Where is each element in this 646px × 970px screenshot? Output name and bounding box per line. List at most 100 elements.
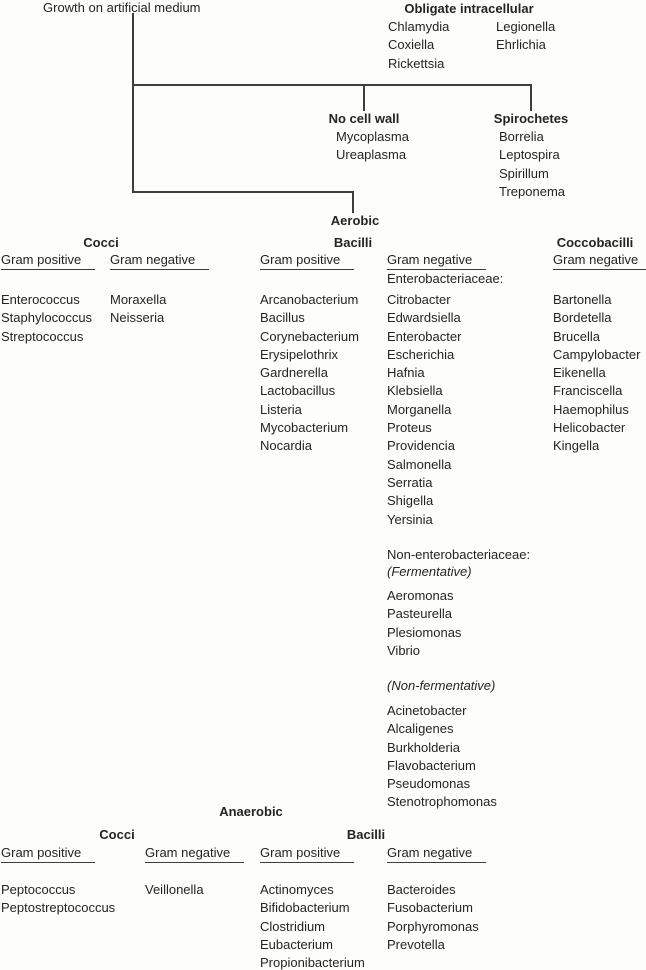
- non-fermentative-label: (Non-fermentative): [387, 678, 496, 693]
- aerobic-title: Aerobic: [330, 213, 380, 228]
- list-item: Staphylococcus: [1, 310, 93, 326]
- list-item: Treponema: [499, 183, 565, 199]
- tree-line-branch2-horizontal: [132, 191, 354, 193]
- list-item: Gardnerella: [260, 365, 328, 381]
- tree-line-spirochetes-drop: [530, 84, 532, 111]
- list-item: Rickettsia: [388, 55, 445, 71]
- list-item: Fusobacterium: [387, 900, 473, 916]
- list-item: Peptococcus: [1, 882, 76, 897]
- list-item: Burkholderia: [387, 739, 460, 755]
- aerobic-coccobacilli-gram-negative-header: Gram negative: [553, 252, 646, 270]
- list-item: Eubacterium: [260, 936, 333, 952]
- non-enterobacteriaceae-label: Non-enterobacteriaceae:: [387, 547, 531, 562]
- tree-line-aerobic-drop: [352, 191, 354, 213]
- list-item: Bartonella: [553, 292, 612, 307]
- underlined-header-text: Gram positive: [260, 845, 355, 863]
- aerobic-bacilli-gram-negative-header: Gram negative: [387, 252, 487, 270]
- anaerobic-cocci-gram-negative-list: Veillonella: [145, 881, 204, 899]
- root-label: Growth on artificial medium: [43, 0, 201, 15]
- underlined-header-text: Gram negative: [553, 252, 646, 270]
- list-item: Neisseria: [110, 310, 165, 326]
- list-item: Ureaplasma: [336, 147, 407, 163]
- list-item: Stenotrophomonas: [387, 794, 497, 810]
- list-item: Prevotella: [387, 936, 445, 952]
- list-item: Actinomyces: [260, 882, 334, 897]
- aerobic-bacilli-gram-positive-header: Gram positive: [260, 252, 355, 270]
- list-item: Spirillum: [499, 165, 549, 181]
- list-item: Morganella: [387, 401, 452, 417]
- list-item: Mycobacterium: [260, 420, 349, 436]
- list-item: Klebsiella: [387, 383, 443, 399]
- list-item: Edwardsiella: [387, 310, 461, 326]
- list-item: Acinetobacter: [387, 703, 467, 718]
- list-item: Vibrio: [387, 642, 421, 658]
- obligate-intracellular-title: Obligate intracellular: [404, 1, 534, 16]
- list-item: Salmonella: [387, 456, 452, 472]
- list-item: Listeria: [260, 401, 302, 417]
- aerobic-cocci-gram-positive-header: Gram positive: [1, 252, 96, 270]
- anaerobic-cocci-gram-positive-header: Gram positive: [1, 845, 96, 863]
- list-item: Kingella: [553, 438, 600, 454]
- list-item: Legionella: [496, 19, 556, 34]
- list-item: Helicobacter: [553, 420, 626, 436]
- anaerobic-bacilli-gram-negative-header: Gram negative: [387, 845, 487, 863]
- list-item: Coxiella: [388, 37, 435, 53]
- tree-line-root-vertical: [132, 13, 134, 193]
- list-item: Aeromonas: [387, 588, 454, 603]
- list-item: Propionibacterium: [260, 955, 365, 970]
- list-item: Enterococcus: [1, 292, 80, 307]
- list-item: Pasteurella: [387, 606, 453, 622]
- anaerobic-title: Anaerobic: [219, 804, 283, 819]
- list-item: Arcanobacterium: [260, 292, 359, 307]
- enterobacteriaceae-label: Enterobacteriaceae:: [387, 271, 504, 286]
- list-item: Clostridium: [260, 918, 326, 934]
- list-item: Providencia: [387, 438, 455, 454]
- spirochetes-title: Spirochetes: [493, 111, 569, 126]
- list-item: Haemophilus: [553, 401, 629, 417]
- list-item: Serratia: [387, 474, 433, 490]
- list-item: Franciscella: [553, 383, 623, 399]
- list-item: Mycoplasma: [336, 129, 409, 144]
- list-item: Borrelia: [499, 129, 544, 144]
- list-item: Bordetella: [553, 310, 612, 326]
- underlined-header-text: Gram positive: [1, 845, 96, 863]
- list-item: Bifidobacterium: [260, 900, 350, 916]
- fermentative-label: (Fermentative): [387, 564, 472, 579]
- list-item: Corynebacterium: [260, 328, 359, 344]
- anaerobic-cocci-title: Cocci: [99, 827, 135, 842]
- list-item: Escherichia: [387, 346, 455, 362]
- list-item: Plesiomonas: [387, 624, 462, 640]
- list-item: Bacillus: [260, 310, 305, 326]
- list-item: Flavobacterium: [387, 757, 476, 773]
- tree-line-no-cell-wall-drop: [363, 84, 365, 111]
- underlined-header-text: Gram negative: [110, 252, 210, 270]
- list-item: Streptococcus: [1, 328, 84, 344]
- list-item: Veillonella: [145, 882, 204, 897]
- list-item: Citrobacter: [387, 292, 451, 307]
- list-item: Pseudomonas: [387, 776, 471, 792]
- underlined-header-text: Gram negative: [387, 252, 487, 270]
- aerobic-cocci-gram-negative-header: Gram negative: [110, 252, 210, 270]
- list-item: Brucella: [553, 328, 600, 344]
- aerobic-coccobacilli-title: Coccobacilli: [556, 235, 634, 250]
- anaerobic-bacilli-gram-positive-header: Gram positive: [260, 845, 355, 863]
- anaerobic-bacilli-title: Bacilli: [346, 827, 386, 842]
- anaerobic-cocci-gram-negative-header: Gram negative: [145, 845, 245, 863]
- list-item: Alcaligenes: [387, 721, 454, 737]
- list-item: Proteus: [387, 420, 432, 436]
- list-item: Enterobacter: [387, 328, 462, 344]
- tree-line-branch1-horizontal: [132, 84, 532, 86]
- underlined-header-text: Gram positive: [1, 252, 96, 270]
